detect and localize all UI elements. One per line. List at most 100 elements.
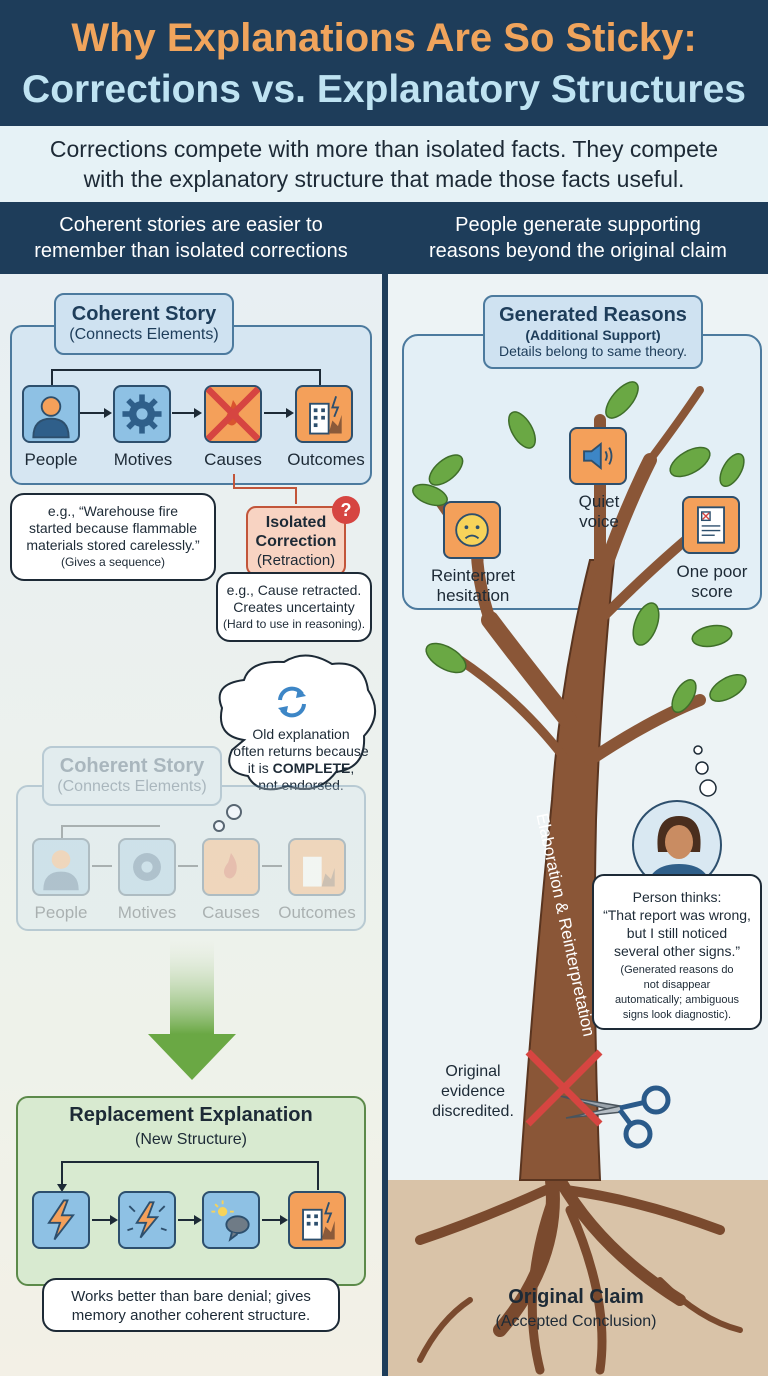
step-outcomes-label: Outcomes	[287, 450, 365, 469]
step-people-label: People	[24, 450, 78, 469]
coherent-story-title: Coherent Story	[71, 303, 217, 325]
reason-1-line-2: hesitation	[436, 586, 510, 605]
replacement-note-line-1: Works better than bare denial; gives	[71, 1288, 311, 1305]
reason-poor-score-label: One poor score	[670, 562, 754, 602]
building-outcomes-icon	[295, 385, 353, 443]
isolated-correction-box: Isolated Correction (Retraction)	[246, 506, 346, 576]
spark-bulb-icon	[202, 1191, 260, 1249]
person-line-1: Person thinks:	[632, 889, 722, 905]
original-claim-title: Original Claim	[508, 1286, 644, 1308]
cloud-line-4: not endorsed.	[228, 777, 374, 794]
cloud-line-3-prefix: it is	[247, 760, 273, 776]
replacement-note-line-2: memory another coherent structure.	[71, 1307, 311, 1324]
gear-icon	[113, 385, 171, 443]
isolated-subtitle: (Retraction)	[256, 552, 336, 569]
retraction-note: (Hard to use in reasoning).	[222, 617, 366, 631]
reason-quiet-voice-label: Quiet voice	[566, 492, 632, 532]
people-icon	[22, 385, 80, 443]
refresh-cycle-icon	[278, 686, 306, 718]
replacement-subtitle: (New Structure)	[134, 1131, 248, 1148]
replacement-title: Replacement Explanation	[69, 1104, 313, 1126]
right-header-line-1: People generate supporting	[455, 214, 701, 236]
reason-2-line-1: Quiet	[578, 492, 620, 511]
original-claim-label: Original Claim (Accepted Conclusion)	[456, 1286, 696, 1331]
person-note-2: not disappear	[643, 979, 711, 991]
fire-causes-crossed-icon	[204, 385, 262, 443]
green-down-arrow-icon	[148, 940, 236, 1080]
original-claim-subtitle: (Accepted Conclusion)	[495, 1313, 657, 1330]
evidence-discredited-label: Original evidence discredited.	[420, 1062, 526, 1122]
replacement-note-bubble: Works better than bare denial; gives mem…	[42, 1278, 340, 1332]
evidence-line-3: discredited.	[432, 1103, 514, 1120]
isolated-title-line-1: Isolated	[265, 514, 327, 531]
cloud-line-3: it is COMPLETE,	[228, 760, 374, 777]
replacement-heading: Replacement Explanation (New Structure)	[16, 1104, 366, 1149]
evidence-line-1: Original	[445, 1063, 501, 1080]
speaker-quiet-icon	[569, 427, 627, 485]
person-note-4: signs look diagnostic).	[622, 1009, 732, 1021]
faded-step-causes: Causes	[202, 903, 260, 922]
generated-reasons-subtitle: (Additional Support)	[525, 327, 661, 343]
thought-cloud-text: Old explanation often returns because it…	[228, 726, 374, 794]
right-header-line-2: reasons beyond the original claim	[429, 240, 727, 262]
faded-story-title-box: Coherent Story (Connects Elements)	[42, 746, 222, 806]
coherent-story-title-box: Coherent Story (Connects Elements)	[54, 293, 234, 355]
reason-3-line-2: score	[691, 582, 733, 601]
step-causes-label: Causes	[204, 450, 262, 469]
faded-gear-icon	[118, 838, 176, 896]
cloud-emphasis: COMPLETE	[272, 760, 351, 776]
example-note: (Gives a sequence)	[60, 555, 166, 569]
faded-story-subtitle: (Connects Elements)	[57, 778, 207, 795]
cloud-line-2: often returns because	[233, 743, 369, 759]
warehouse-example-bubble: e.g., “Warehouse fire started because fl…	[10, 493, 216, 581]
generated-reasons-title-box: Generated Reasons (Additional Support) D…	[483, 295, 703, 369]
example-line-1: e.g., “Warehouse fire	[47, 503, 179, 519]
faded-fire-icon	[202, 838, 260, 896]
subtitle: Corrections compete with more than isola…	[0, 126, 768, 202]
title-line-1: Why Explanations Are So Sticky:	[71, 16, 697, 60]
faded-step-people: People	[34, 903, 88, 922]
person-line-4: several other signs.”	[613, 943, 741, 959]
subtitle-line-1: Corrections compete with more than isola…	[49, 136, 719, 162]
retraction-line-2: Creates uncertainty	[233, 599, 355, 615]
spark-lightning-icon	[118, 1191, 176, 1249]
lightning-icon	[32, 1191, 90, 1249]
isolated-title-line-2: Correction	[255, 533, 337, 550]
generated-reasons-detail: Details belong to same theory.	[498, 343, 688, 359]
person-line-2: “That report was wrong,	[603, 907, 751, 923]
subtitle-line-2: with the explanatory structure that made…	[83, 166, 685, 192]
title-line-2: Corrections vs. Explanatory Structures	[22, 68, 746, 111]
reason-3-line-1: One poor	[676, 562, 748, 581]
column-divider	[382, 202, 388, 1376]
left-header-line-2: remember than isolated corrections	[34, 240, 348, 262]
faded-step-outcomes: Outcomes	[278, 903, 356, 922]
person-line-3: but I still noticed	[626, 925, 728, 941]
faded-story-title: Coherent Story	[59, 755, 205, 777]
evidence-line-2: evidence	[440, 1083, 506, 1100]
example-line-2: started because flammable	[28, 520, 198, 536]
person-thought-bubble: Person thinks: “That report was wrong, b…	[592, 874, 762, 1030]
step-motives-label: Motives	[113, 450, 173, 469]
replacement-building-icon	[288, 1191, 346, 1249]
reason-2-line-2: voice	[579, 512, 619, 531]
score-report-icon	[682, 496, 740, 554]
generated-reasons-title: Generated Reasons	[499, 304, 687, 326]
coherent-story-subtitle: (Connects Elements)	[69, 326, 219, 343]
worried-face-icon	[443, 501, 501, 559]
cloud-line-1: Old explanation	[252, 726, 350, 742]
faded-step-motives: Motives	[117, 903, 177, 922]
faded-people-icon	[32, 838, 90, 896]
header-banner: Why Explanations Are So Sticky: Correcti…	[0, 0, 768, 126]
example-line-3: materials stored carelessly.”	[26, 537, 200, 553]
left-header-line-1: Coherent stories are easier to	[59, 214, 323, 236]
reason-reinterpret-label: Reinterpret hesitation	[420, 566, 526, 606]
cloud-line-3-suffix: ,	[350, 760, 355, 776]
reason-1-line-1: Reinterpret	[430, 566, 516, 585]
person-note-1: (Generated reasons do	[620, 964, 734, 976]
person-note-3: automatically; ambiguous	[614, 994, 740, 1006]
